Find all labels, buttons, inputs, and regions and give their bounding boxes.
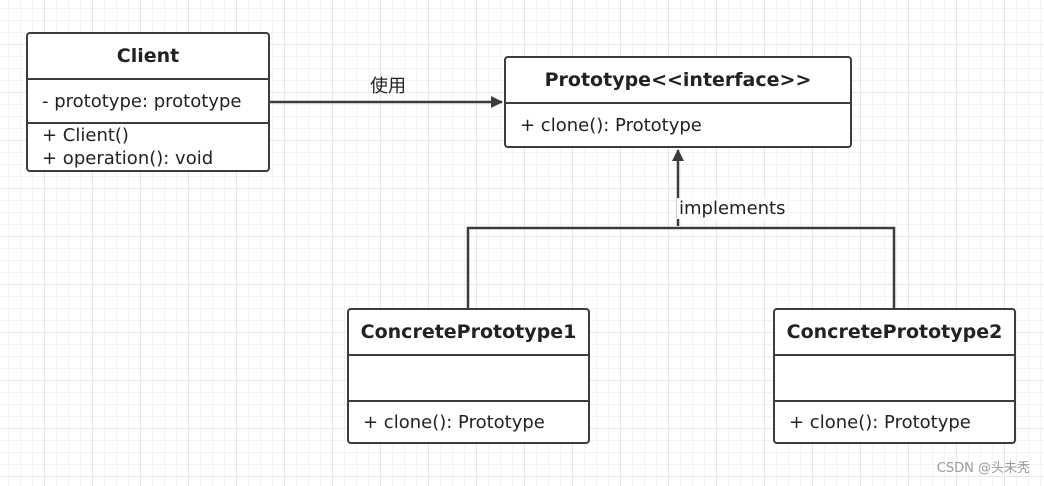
watermark: CSDN @头未秃	[936, 461, 1030, 476]
implements-label: implements	[677, 198, 788, 219]
client-method: + operation(): void	[42, 148, 214, 169]
prototype-method: + clone(): Prototype	[520, 114, 702, 136]
client-attributes: - prototype: prototype	[28, 80, 268, 124]
implements-line-branches	[466, 226, 896, 308]
concrete-prototype1-methods: + clone(): Prototype	[349, 402, 588, 442]
prototype-methods: + clone(): Prototype	[506, 104, 850, 146]
client-class-name: Client	[28, 34, 268, 80]
concrete-prototype2-method: + clone(): Prototype	[789, 411, 971, 433]
concrete-prototype2-name: ConcretePrototype2	[775, 310, 1014, 356]
client-attribute: - prototype: prototype	[42, 90, 242, 112]
concrete-prototype1-attributes	[349, 356, 588, 402]
concrete-prototype1-name: ConcretePrototype1	[349, 310, 588, 356]
uses-label: 使用	[370, 76, 406, 97]
concrete-prototype1-class[interactable]: ConcretePrototype1 + clone(): Prototype	[347, 308, 590, 444]
concrete-prototype2-methods: + clone(): Prototype	[775, 402, 1014, 442]
concrete-prototype2-class[interactable]: ConcretePrototype2 + clone(): Prototype	[773, 308, 1016, 444]
concrete-prototype1-method: + clone(): Prototype	[363, 411, 545, 433]
prototype-interface[interactable]: Prototype<<interface>> + clone(): Protot…	[504, 56, 852, 148]
client-methods: + Client() + operation(): void	[28, 124, 268, 170]
concrete-prototype2-attributes	[775, 356, 1014, 402]
client-method: + Client()	[42, 125, 129, 146]
client-class[interactable]: Client - prototype: prototype + Client()…	[26, 32, 270, 172]
prototype-interface-name: Prototype<<interface>>	[506, 58, 850, 104]
